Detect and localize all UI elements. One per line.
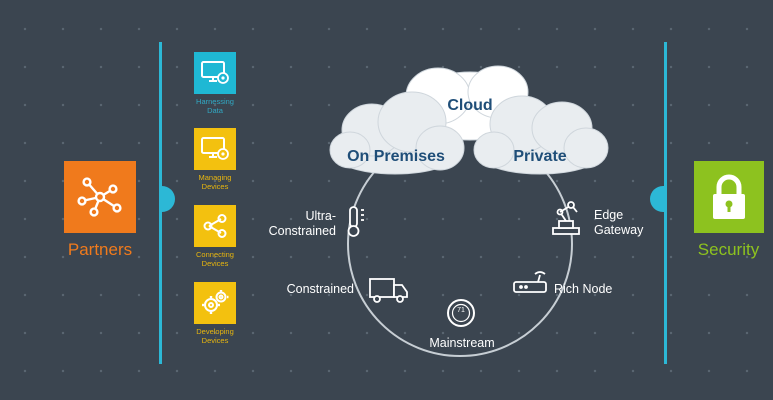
capability-tile-managing-devices: [194, 128, 236, 170]
thermometer-icon: [347, 206, 364, 237]
truck-icon: [369, 278, 408, 303]
cloud-label-on-premises: On Premises: [347, 148, 445, 165]
network-graph-icon: [77, 177, 122, 217]
capability-tile-harnessing-data: [194, 52, 236, 94]
share-icon: [203, 214, 227, 238]
monitor-gear-icon: [201, 137, 229, 160]
monitor-gear-icon: [201, 61, 229, 84]
thermostat-value: 71: [457, 307, 465, 314]
node-label-constrained: Constrained: [286, 282, 354, 296]
node-label-mainstream: Mainstream: [429, 336, 495, 350]
capability-tile-developing-devices: [194, 282, 236, 324]
router-icon: [513, 271, 547, 293]
thermostat-icon: [447, 299, 475, 327]
node-label-rich-node: Rich Node: [554, 282, 613, 296]
robot-arm-icon: [552, 201, 580, 235]
partners-label: Partners: [67, 240, 133, 259]
node-label-edge-gateway: Edge Gateway: [594, 208, 644, 237]
cloud-label-private: Private: [513, 148, 567, 165]
left-divider-notch: [161, 186, 175, 212]
node-label-ultra-constrained: Ultra- Constrained: [268, 209, 336, 238]
cloud-label-top: Cloud: [447, 97, 493, 114]
padlock-icon: [713, 174, 745, 219]
capability-tile-connecting-devices: [194, 205, 236, 247]
gears-icon: [202, 290, 229, 314]
security-label: Security: [697, 240, 760, 259]
right-divider-notch: [650, 186, 664, 212]
partners-tile: [64, 161, 136, 233]
right-divider-line: [664, 42, 667, 364]
left-divider-line: [159, 42, 162, 364]
security-tile: [694, 161, 764, 233]
